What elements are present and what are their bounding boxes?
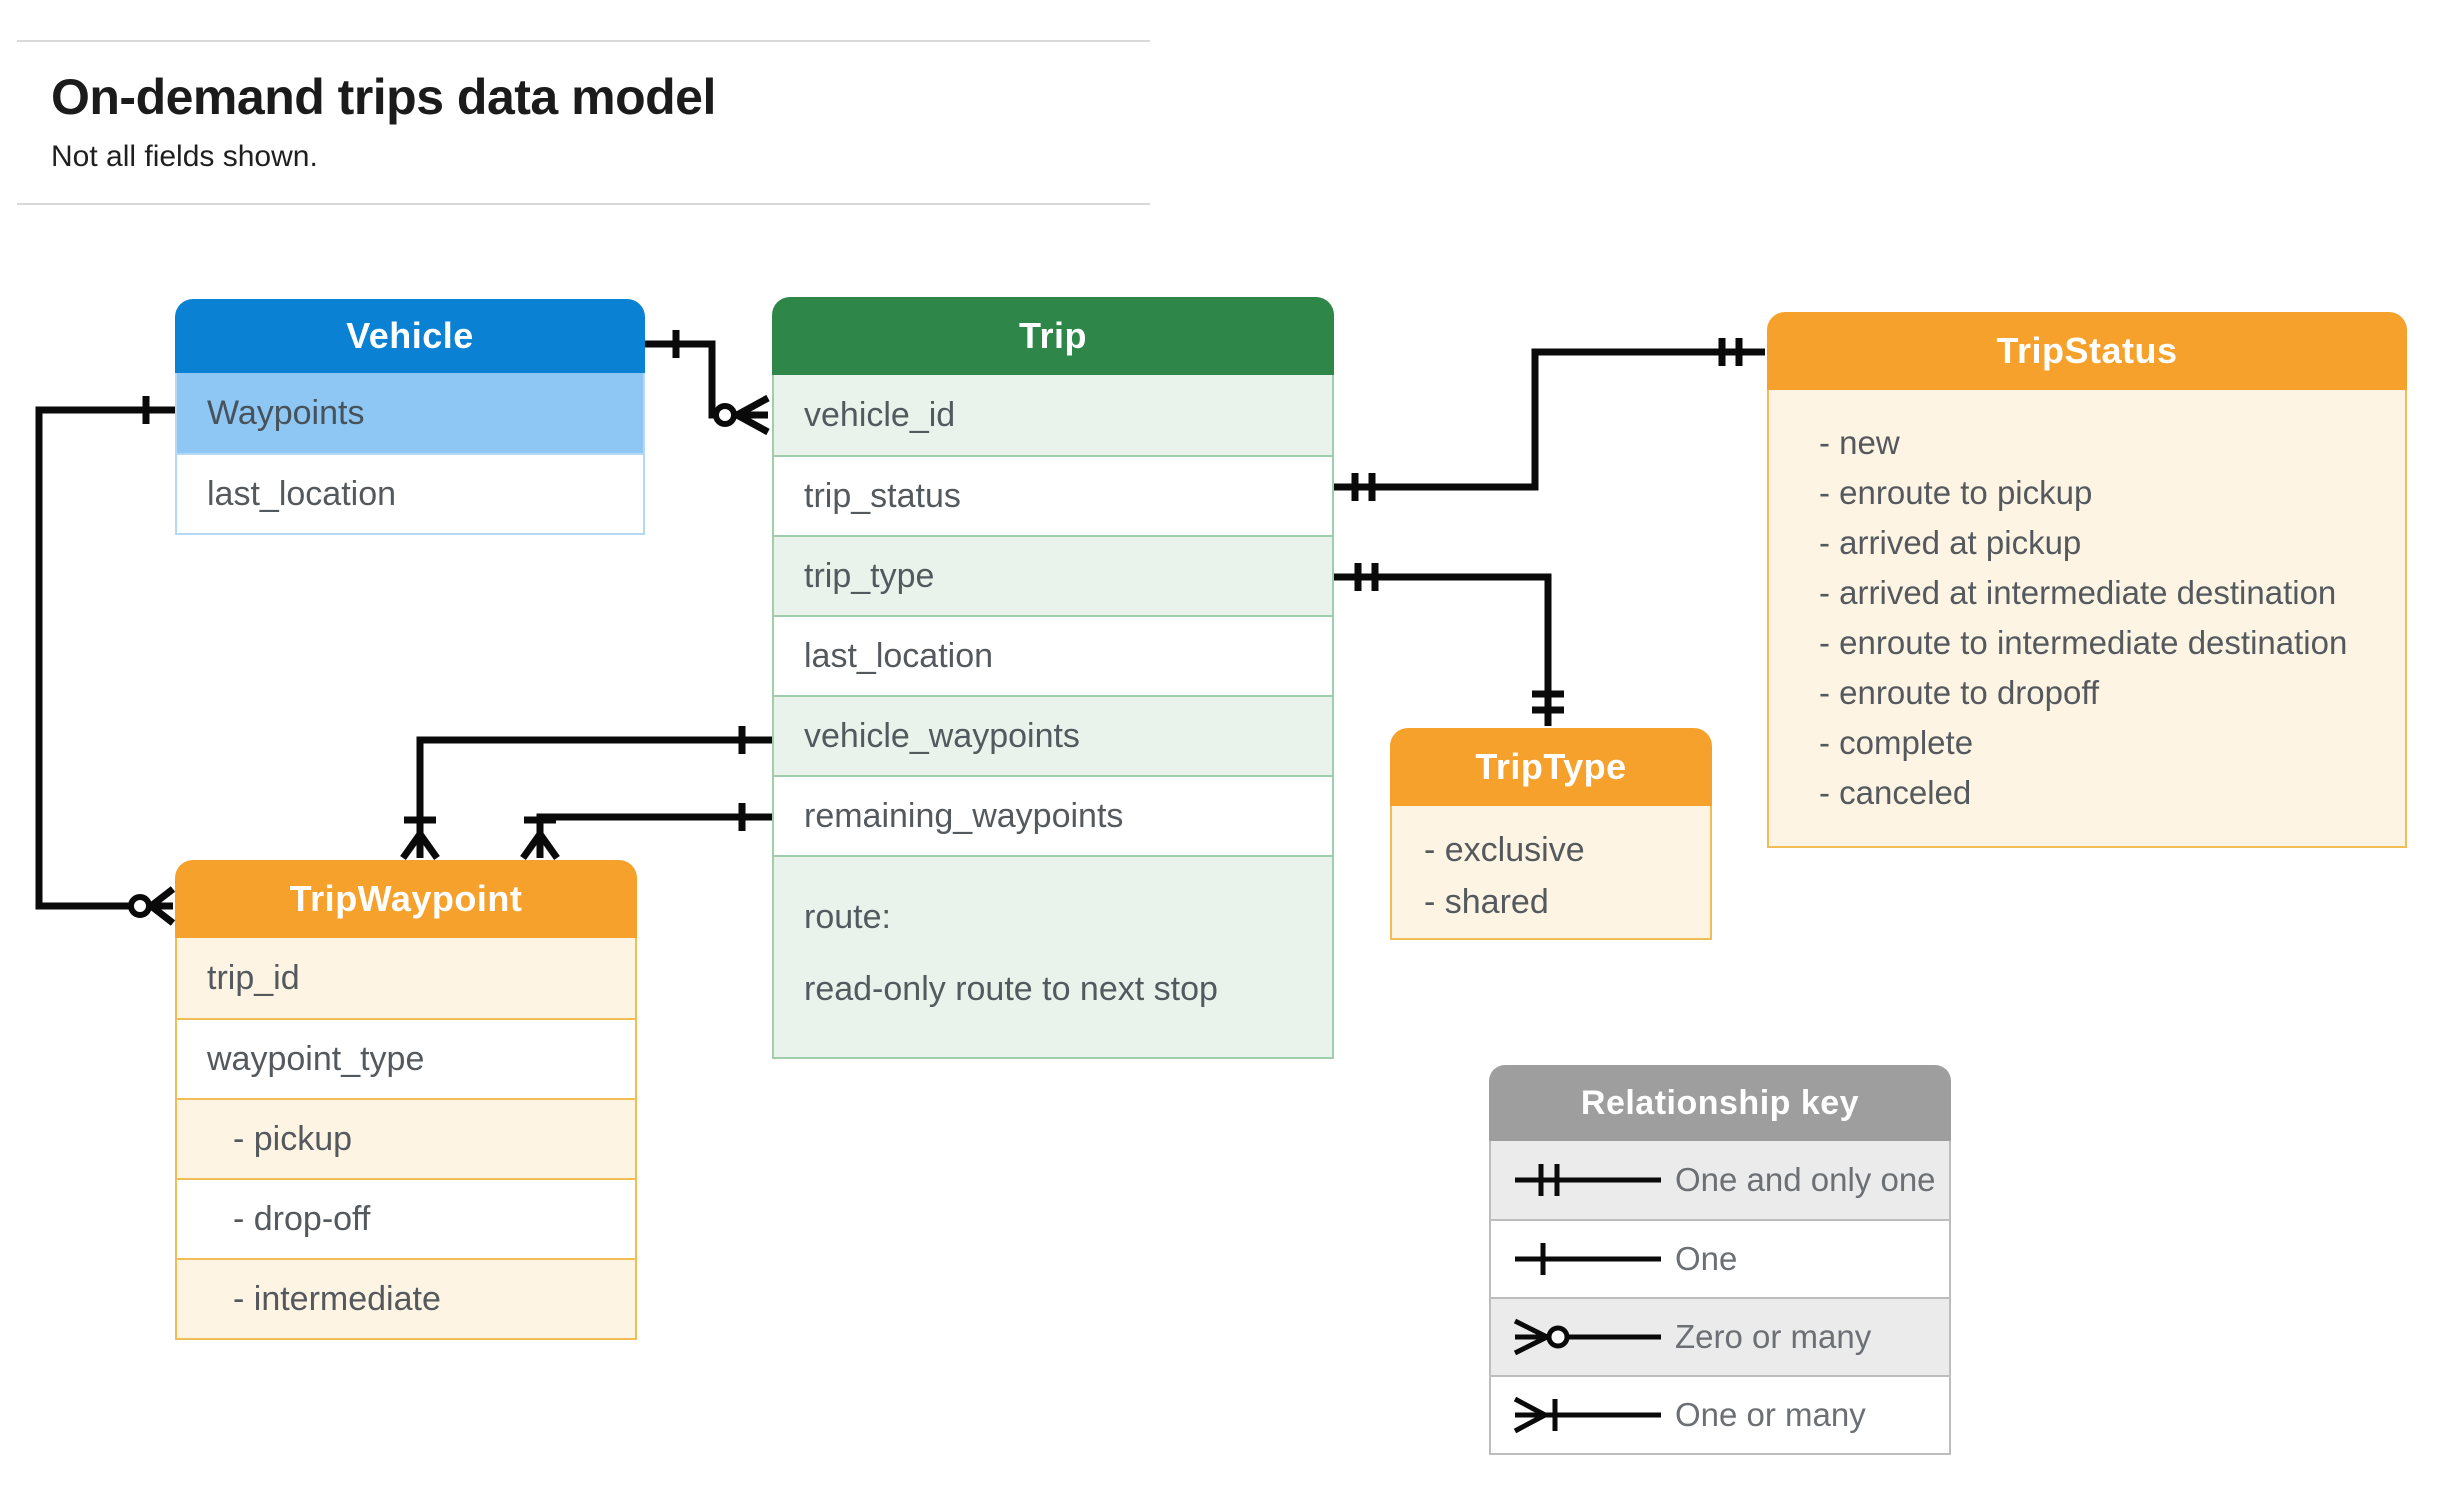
one-and-only-one-ticks bbox=[1354, 563, 1379, 591]
page-title: On-demand trips data model bbox=[51, 69, 716, 125]
legend-label: One bbox=[1675, 1240, 1738, 1277]
table-trip-body: vehicle_id trip_status trip_type last_lo… bbox=[772, 375, 1334, 1059]
field-vehicle-waypoints: vehicle_waypoints bbox=[774, 695, 1332, 775]
relationship-key-body: One and only one One Zero or many One or… bbox=[1489, 1141, 1951, 1455]
legend-label: One or many bbox=[1675, 1396, 1866, 1433]
legend-row-one-or-many: One or many bbox=[1491, 1375, 1949, 1453]
field-trip-status: trip_status bbox=[774, 455, 1332, 535]
one-and-only-one-ticks bbox=[1718, 338, 1743, 366]
field-trip-type: trip_type bbox=[774, 535, 1332, 615]
connector-triptype bbox=[1334, 563, 1564, 726]
one-and-only-one-symbol bbox=[1515, 1164, 1661, 1196]
route-description: read-only route to next stop bbox=[804, 970, 1218, 1008]
status-enroute-to-intermediate-destination: - enroute to intermediate destination bbox=[1819, 624, 2348, 661]
table-tripstatus-title: TripStatus bbox=[1767, 312, 2407, 390]
crow-foot-many bbox=[520, 831, 560, 861]
top-divider bbox=[17, 40, 1150, 42]
waypoint-drop-off: - drop-off bbox=[177, 1178, 635, 1258]
one-symbol bbox=[1515, 1243, 1661, 1275]
field-trip-id: trip_id bbox=[177, 938, 635, 1018]
field-waypoints: Waypoints bbox=[177, 373, 643, 453]
connector-vehicle-waypoints bbox=[400, 726, 772, 861]
one-or-many-symbol bbox=[1513, 1396, 1661, 1434]
zero-circle bbox=[713, 403, 737, 427]
table-trip: Trip vehicle_id trip_status trip_type la… bbox=[772, 297, 1334, 1059]
status-enroute-to-dropoff: - enroute to dropoff bbox=[1819, 674, 2100, 711]
table-tripstatus: TripStatus - new - enroute to pickup - a… bbox=[1767, 312, 2407, 848]
field-vehicle-id: vehicle_id bbox=[774, 375, 1332, 455]
legend-row-one-and-only-one: One and only one bbox=[1491, 1141, 1949, 1219]
type-shared: - shared bbox=[1424, 883, 1549, 921]
one-and-only-one-ticks bbox=[1532, 690, 1564, 714]
waypoint-intermediate: - intermediate bbox=[177, 1258, 635, 1338]
legend-row-zero-or-many: Zero or many bbox=[1491, 1297, 1949, 1375]
table-vehicle: Vehicle Waypoints last_location bbox=[175, 299, 645, 535]
connector-vehicle-to-trip bbox=[645, 330, 770, 436]
status-complete: - complete bbox=[1819, 724, 1974, 761]
table-tripwaypoint: TripWaypoint trip_id waypoint_type - pic… bbox=[175, 860, 637, 1340]
table-triptype-title: TripType bbox=[1390, 728, 1712, 806]
waypoint-pickup: - pickup bbox=[177, 1098, 635, 1178]
legend-row-one: One bbox=[1491, 1219, 1949, 1297]
status-arrived-at-pickup: - arrived at pickup bbox=[1819, 524, 2082, 561]
table-triptype: TripType - exclusive - shared bbox=[1390, 728, 1712, 940]
field-route: route: read-only route to next stop bbox=[774, 855, 1332, 1057]
connector-remaining-waypoints bbox=[520, 803, 772, 861]
crow-foot-many bbox=[400, 831, 440, 861]
table-vehicle-body: Waypoints last_location bbox=[175, 373, 645, 535]
status-enroute-to-pickup: - enroute to pickup bbox=[1819, 474, 2093, 511]
crow-foot-many bbox=[735, 394, 770, 436]
zero-circle bbox=[128, 894, 152, 918]
zero-or-many-symbol bbox=[1513, 1318, 1661, 1356]
heading-bottom-divider bbox=[17, 203, 1150, 205]
status-canceled: - canceled bbox=[1819, 774, 1972, 811]
field-remaining-waypoints: remaining_waypoints bbox=[774, 775, 1332, 855]
table-trip-title: Trip bbox=[772, 297, 1334, 375]
legend-label: One and only one bbox=[1675, 1161, 1936, 1198]
status-arrived-at-intermediate-destination: - arrived at intermediate destination bbox=[1819, 574, 2337, 611]
connector-tripstatus bbox=[1334, 338, 1765, 501]
field-waypoint-type: waypoint_type bbox=[177, 1018, 635, 1098]
page-subtitle: Not all fields shown. bbox=[51, 140, 318, 173]
relationship-key-title: Relationship key bbox=[1489, 1065, 1951, 1141]
legend-label: Zero or many bbox=[1675, 1318, 1872, 1355]
connector-waypoints-to-tripwaypoint bbox=[35, 396, 176, 926]
table-tripwaypoint-title: TripWaypoint bbox=[175, 860, 637, 938]
crow-foot-many bbox=[148, 886, 176, 926]
route-label: route: bbox=[804, 898, 891, 936]
table-tripwaypoint-body: trip_id waypoint_type - pickup - drop-of… bbox=[175, 938, 637, 1340]
table-vehicle-title: Vehicle bbox=[175, 299, 645, 373]
relationship-key: Relationship key One and only one One Ze… bbox=[1489, 1065, 1951, 1455]
field-last-location: last_location bbox=[774, 615, 1332, 695]
one-and-only-one-ticks bbox=[1351, 473, 1376, 501]
type-exclusive: - exclusive bbox=[1424, 831, 1585, 869]
table-tripstatus-body: - new - enroute to pickup - arrived at p… bbox=[1767, 390, 2407, 848]
table-triptype-body: - exclusive - shared bbox=[1390, 806, 1712, 940]
field-last-location: last_location bbox=[177, 453, 643, 533]
status-new: - new bbox=[1819, 424, 1900, 461]
